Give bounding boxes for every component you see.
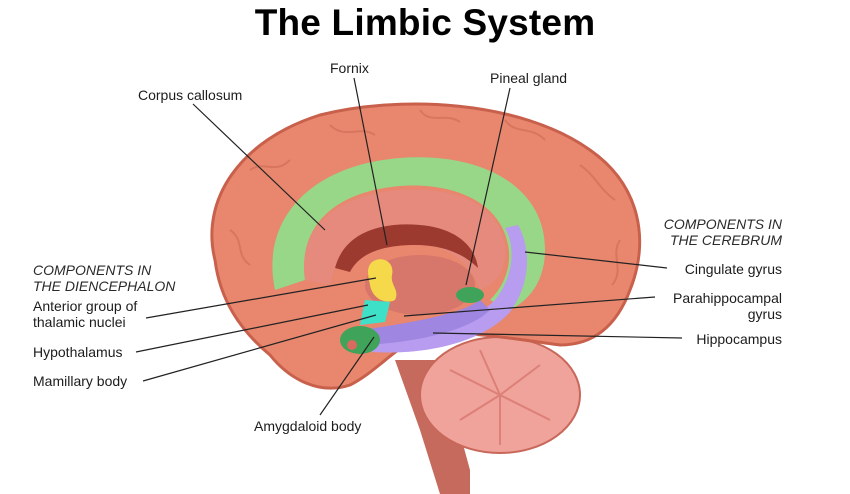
section-cerebrum-line2: THE CEREBRUM bbox=[669, 232, 782, 248]
leader-hypothalamus bbox=[135, 304, 369, 353]
hypothalamus-region bbox=[360, 300, 390, 325]
leader-pineal-gland bbox=[465, 87, 511, 286]
pineal-region bbox=[456, 287, 484, 303]
label-parahippocampal-line2: gyrus bbox=[747, 306, 782, 322]
page-title: The Limbic System bbox=[254, 2, 596, 43]
label-mamillary-body: Mamillary body bbox=[33, 373, 128, 389]
label-hypothalamus: Hypothalamus bbox=[33, 344, 123, 360]
leader-hippocampus bbox=[432, 332, 683, 339]
cerebellum-arbor-vitae bbox=[449, 349, 551, 445]
cerebrum bbox=[210, 102, 642, 390]
section-cerebrum-line1: COMPONENTS IN bbox=[663, 216, 782, 232]
label-amygdaloid-body: Amygdaloid body bbox=[254, 418, 362, 434]
cingulate-gyrus-region bbox=[272, 157, 545, 310]
fornix-region bbox=[335, 224, 478, 272]
label-corpus-callosum: Corpus callosum bbox=[138, 87, 243, 103]
label-anterior-thalamic-line1: Anterior group of bbox=[33, 298, 138, 314]
section-diencephalon-line2: THE DIENCEPHALON bbox=[33, 278, 176, 294]
label-hippocampus: Hippocampus bbox=[696, 331, 782, 347]
amygdala-region bbox=[340, 326, 380, 354]
leader-lines bbox=[135, 77, 683, 416]
leader-anterior-thalamic bbox=[145, 277, 377, 319]
label-pineal-gland: Pineal gland bbox=[490, 70, 568, 86]
label-parahippocampal-line1: Parahippocampal bbox=[673, 290, 782, 306]
parahippocampal-gyrus-region bbox=[360, 300, 490, 345]
label-cingulate-gyrus: Cingulate gyrus bbox=[684, 261, 782, 277]
leader-amygdaloid-body bbox=[319, 336, 375, 416]
leader-fornix bbox=[353, 77, 388, 246]
leader-cingulate-gyrus bbox=[524, 251, 668, 269]
label-anterior-thalamic-line2: thalamic nuclei bbox=[33, 314, 126, 330]
leader-corpus-callosum bbox=[192, 103, 326, 231]
hippocampus-region bbox=[372, 225, 528, 353]
anterior-thalamic-nuclei-region bbox=[368, 259, 397, 302]
leader-parahippocampal bbox=[403, 296, 656, 317]
label-fornix: Fornix bbox=[330, 60, 369, 76]
mamillary-body-region bbox=[347, 340, 357, 350]
section-diencephalon-line1: COMPONENTS IN bbox=[33, 262, 152, 278]
gyri-texture bbox=[229, 109, 621, 286]
leader-mamillary-body bbox=[142, 314, 377, 382]
